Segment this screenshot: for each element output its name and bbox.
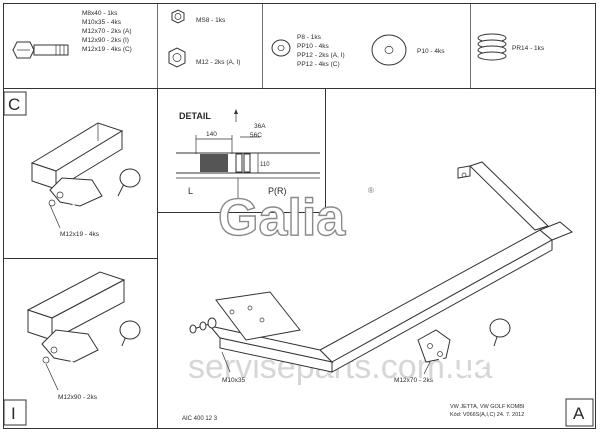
galia-logo: Galia ® xyxy=(217,186,374,248)
panel-i-badge xyxy=(3,399,27,426)
panel-a-badge xyxy=(565,398,594,427)
panel-c: C M12x19 - 4ks xyxy=(3,91,141,238)
dim-110: 110 xyxy=(260,162,270,168)
panel-a-letter: A xyxy=(573,404,585,423)
nut-m12-label: M12 - 2ks (A, I) xyxy=(196,59,240,66)
callout-m10x35: M10x35 xyxy=(222,377,246,384)
bolt-spec-0: M8x40 - 1ks xyxy=(82,10,118,17)
bolt-spec-2: M12x70 - 2ks (A) xyxy=(82,28,132,35)
spring-icon xyxy=(477,33,507,61)
tow-hook xyxy=(417,318,511,376)
detail-label-pr: P(R) xyxy=(268,186,287,196)
bolt-icon xyxy=(12,41,69,59)
detail-box: DETAIL 140 36A 56C 110 L P(R) xyxy=(176,109,320,198)
panel-c-badge xyxy=(3,91,27,116)
detail-label-l: L xyxy=(188,186,193,196)
cross-bar xyxy=(208,161,573,373)
panel-c-letter: C xyxy=(8,95,20,114)
spring-label: PR14 - 1ks xyxy=(512,45,545,52)
main-assembly: Galia ® M10x35 xyxy=(189,161,594,427)
washer-p-icon xyxy=(271,39,291,57)
svg-text:Galia: Galia xyxy=(218,189,346,247)
dim-36a: 36A xyxy=(254,123,266,130)
washer-spec-0: P8 - 1ks xyxy=(297,34,322,41)
sheet-frame xyxy=(3,3,596,429)
footer-vehicle: VW JETTA, VW GOLF KOMBI xyxy=(450,404,525,410)
parts-strip: M8x40 - 1ks M10x35 - 4ks M12x70 - 2ks (A… xyxy=(12,9,545,68)
nut-ms8-icon xyxy=(171,9,185,24)
washer-spec-1: PP10 - 4ks xyxy=(297,43,330,50)
washer-spec-3: PP12 - 4ks (C) xyxy=(297,61,340,68)
panel-i: I M12x90 - 2ks xyxy=(3,271,141,426)
dim-140: 140 xyxy=(206,131,217,138)
bolt-spec-4: M12x19 - 4ks (C) xyxy=(82,46,132,53)
left-bolt-stack xyxy=(189,317,217,334)
nut-ms8-label: MS8 - 1ks xyxy=(196,17,226,24)
detail-title: DETAIL xyxy=(179,111,211,121)
footer: AIC 400 12 3 VW JETTA, VW GOLF KOMBI Kód… xyxy=(182,404,525,422)
bolt-spec-1: M10x35 - 4ks xyxy=(82,19,122,26)
nut-m12-icon xyxy=(168,47,186,68)
panel-i-callout: M12x90 - 2ks xyxy=(58,394,98,401)
dim-56c: 56C xyxy=(250,132,262,139)
svg-text:®: ® xyxy=(368,186,374,195)
footer-kod: Kód: V066S(A,I,C) 24. 7. 2012 xyxy=(450,412,524,418)
bolt-spec-3: M12x90 - 2ks (I) xyxy=(82,37,129,44)
callout-m12x70: M12x70 - 2ks xyxy=(394,377,434,384)
footer-code: AIC 400 12 3 xyxy=(182,416,218,422)
washer-p10-label: P10 - 4ks xyxy=(417,48,445,55)
panel-i-letter: I xyxy=(11,404,16,423)
washer-p10-icon xyxy=(371,34,407,66)
washer-spec-2: PP12 - 2ks (A, I) xyxy=(297,52,345,59)
panel-c-callout: M12x19 - 4ks xyxy=(60,231,100,238)
